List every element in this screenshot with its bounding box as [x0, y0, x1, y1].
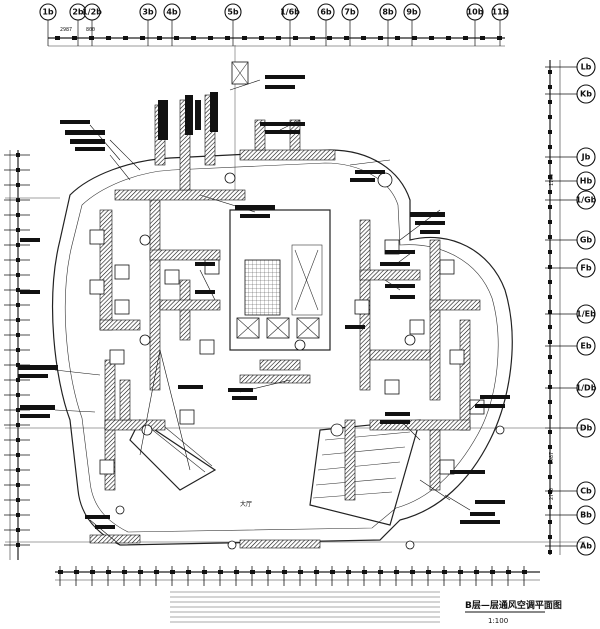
ax-eb-label: Eb [580, 342, 591, 351]
ax-ab-bubble: Ab [545, 536, 596, 556]
ax-hb-bubble: Hb [545, 171, 596, 191]
central-core [229, 61, 331, 351]
ax-da-bubble: 1/Db [545, 378, 597, 398]
ax-3b-bubble: 3b [139, 3, 157, 46]
ax-6a-bubble: 1/6b [280, 3, 300, 46]
drawing-title: B层—层通风空调平面图 [465, 599, 562, 611]
ax-fb-bubble: Fb [545, 258, 596, 278]
ax-bb-bubble: Bb [545, 505, 596, 525]
ax-8b-bubble: 8b [379, 3, 397, 46]
ax-ga-label: 1/Gb [576, 196, 597, 205]
curved-entrance [129, 419, 421, 526]
ax-ea-bubble: 1/Eb [545, 304, 596, 324]
left-dimension-chain [4, 150, 30, 560]
ax-hb-label: Hb [580, 177, 593, 186]
ax-11b-label: 11b [492, 8, 509, 17]
ax-gb-bubble: Gb [545, 230, 596, 250]
ax-4b-bubble: 4b [163, 3, 181, 46]
ax-cb-label: Cb [580, 487, 592, 496]
top-dimension-chain: 2987 800 [48, 27, 505, 47]
right-dim-3: 2740 [549, 488, 555, 500]
ax-8b-label: 8b [382, 8, 394, 17]
ax-2a-label: 1/2b [82, 8, 102, 17]
ax-5b-bubble: 5b [224, 3, 242, 46]
ax-6a-label: 1/6b [280, 8, 300, 17]
right-dim-1: 1760 [549, 174, 555, 186]
right-dim-2: 2987 [549, 452, 555, 464]
ax-7b-bubble: 7b [341, 3, 359, 46]
ax-jb-label: Jb [581, 153, 591, 162]
ax-lb-label: Lb [581, 63, 592, 72]
ax-ea-label: 1/Eb [576, 310, 596, 319]
ax-10b-label: 10b [467, 8, 484, 17]
ax-fb-label: Fb [580, 264, 591, 273]
ax-gb-label: Gb [580, 236, 593, 245]
ax-3b-label: 3b [142, 8, 154, 17]
ax-7b-label: 7b [344, 8, 356, 17]
top-dim-2: 800 [86, 27, 95, 33]
ax-ga-bubble: 1/Gb [545, 190, 597, 210]
ax-db-label: Db [580, 424, 593, 433]
ax-11b-bubble: 11b [491, 3, 509, 46]
round-fixtures [115, 172, 505, 550]
top-dim-1: 2987 [60, 27, 72, 33]
ax-6b-bubble: 6b [317, 3, 335, 46]
ax-5b-label: 5b [227, 8, 239, 17]
ax-1b-bubble: 1b [39, 3, 57, 46]
ax-6b-label: 6b [320, 8, 332, 17]
room-label-hall: 大厅 [240, 500, 252, 508]
ax-ab-label: Ab [580, 542, 592, 551]
bottom-dimension-chain [55, 566, 540, 586]
ax-2b-label: 2b [72, 8, 84, 17]
drawing-scale: 1:100 [488, 617, 508, 625]
ax-2b-bubble: 2b [69, 3, 87, 46]
ax-bb-label: Bb [580, 511, 592, 520]
title-block: B层—层通风空调平面图 1:100 [170, 591, 562, 625]
ax-da-label: 1/Db [576, 384, 597, 393]
ax-eb-bubble: Eb [545, 336, 596, 356]
ax-kb-label: Kb [580, 90, 592, 99]
ax-9b-label: 9b [406, 8, 418, 17]
ax-1b-label: 1b [42, 8, 54, 17]
ax-lb-bubble: Lb [545, 57, 596, 77]
top-axis-bubbles: 1b 2b1/2b 3b 4b 5b 1/6b 6b 7b 8b 9b 10b 11b [39, 3, 509, 46]
ax-10b-bubble: 10b [466, 3, 484, 46]
right-dimension-chain: 1760 2987 2740 [548, 60, 561, 555]
ax-cb-bubble: Cb [545, 481, 596, 501]
ax-4b-label: 4b [166, 8, 178, 17]
ax-9b-bubble: 9b [403, 3, 421, 46]
core-shafts [236, 317, 320, 339]
ax-kb-bubble: Kb [545, 84, 596, 104]
building-outline [51, 149, 513, 546]
ax-jb-bubble: Jb [545, 147, 596, 167]
ax-2a-bubble: 1/2b [82, 3, 102, 46]
annotations: 大厅 [18, 75, 510, 546]
